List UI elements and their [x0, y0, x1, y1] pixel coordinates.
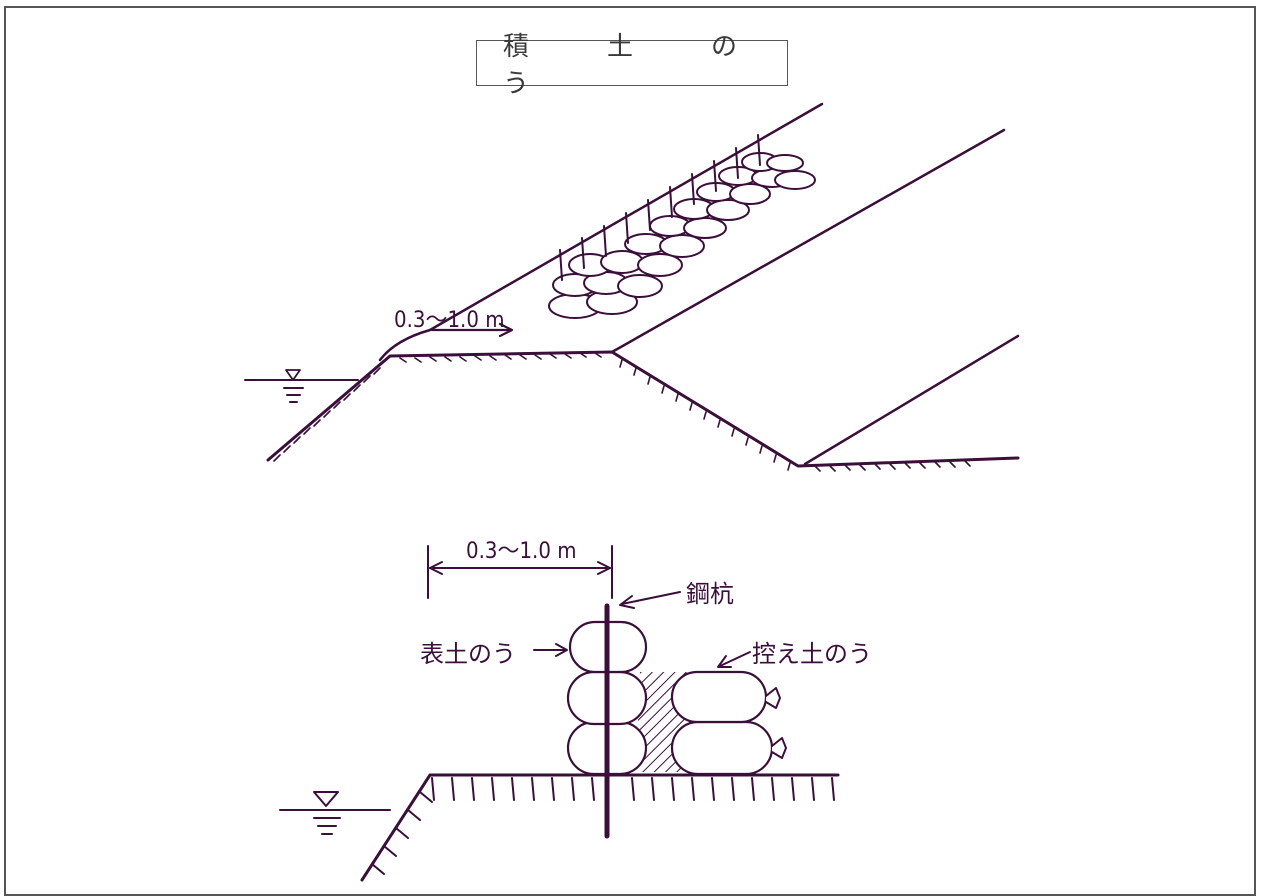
crown-right-edge	[610, 128, 1006, 354]
back-sandbag	[670, 720, 774, 776]
section-width-label: 0.3〜1.0 m	[466, 539, 577, 564]
ground-hatching	[273, 352, 971, 472]
section-water-level-icon	[279, 791, 391, 835]
section-ground-hatching	[371, 777, 835, 875]
title-box: 積 土 の う	[476, 32, 789, 99]
levee-profile	[266, 350, 1020, 468]
toe-right-edge	[803, 334, 1020, 466]
face-bags-label: 表土のう	[420, 640, 516, 668]
levee-perspective	[244, 102, 1020, 472]
label-leaders	[533, 591, 751, 668]
steel-pile-label: 鋼杭	[686, 580, 734, 608]
section-width-dimension	[427, 545, 613, 599]
back-bags-label: 控え土のう	[752, 640, 872, 668]
section-drawing	[279, 545, 840, 882]
water-level-icon	[244, 369, 359, 403]
bag-tie-icon	[771, 737, 787, 759]
page-title: 積 土 の う	[503, 32, 816, 99]
top-width-label: 0.3〜1.0 m	[394, 308, 505, 333]
bag-tie-icon	[765, 687, 781, 709]
width-dimension-arrow	[430, 322, 514, 338]
crown-left-edge	[378, 328, 432, 362]
sandbag-row-perspective	[548, 152, 816, 319]
back-sandbag-stack	[670, 670, 787, 776]
back-sandbag	[670, 670, 768, 724]
stake-row-perspective	[559, 134, 761, 281]
